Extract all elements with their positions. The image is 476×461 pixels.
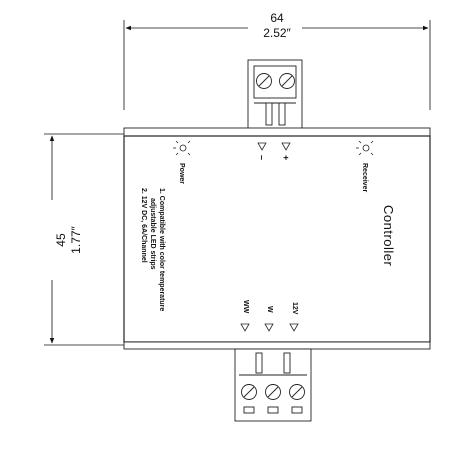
wire-slot (291, 406, 303, 414)
note-line-1: 1. Compatible with color temperature (158, 188, 165, 311)
bottom-terminal-clip-right (283, 352, 291, 374)
output-ww-label: WW (242, 300, 249, 314)
top-terminal-clip-right (278, 102, 286, 126)
power-indicator-label: Power (178, 163, 185, 184)
height-dimension (44, 133, 124, 346)
height-inch-label: 1.77″ (69, 225, 83, 253)
height-mm-label: 45 (54, 233, 68, 247)
wire-slot (243, 406, 255, 414)
housing-top-rail (123, 127, 431, 137)
top-terminal-clip-left (265, 102, 273, 126)
top-terminal-block (247, 59, 303, 131)
screw-terminal-icon (265, 384, 281, 400)
triangle-marker-icon (264, 323, 274, 332)
note-line-2: adjustable LED strips (149, 198, 156, 270)
product-title: Controller (381, 205, 396, 267)
screw-terminal-icon (289, 384, 305, 400)
width-inch-label: 2.52″ (263, 26, 291, 40)
controller-housing (123, 127, 431, 350)
triangle-marker-icon (281, 142, 291, 151)
width-mm-label: 64 (270, 11, 284, 25)
led-icon (356, 140, 374, 156)
led-icon (173, 140, 191, 156)
input-minus-label: – (257, 155, 267, 160)
triangle-marker-icon (257, 142, 267, 151)
note-line-3: 2. 12V DC, 6A/Channel (140, 188, 147, 263)
screw-terminal-icon (256, 73, 272, 89)
housing-bottom-rail (123, 341, 431, 350)
screw-terminal-icon (279, 73, 295, 89)
width-dimension (123, 20, 431, 110)
screw-terminal-icon (241, 384, 257, 400)
triangle-marker-icon (240, 323, 250, 332)
bottom-terminal-block (234, 348, 312, 422)
triangle-marker-icon (289, 323, 299, 332)
receiver-indicator-label: Receiver (361, 163, 368, 192)
output-w-label: W (266, 306, 273, 313)
output-12v-label: 12V (291, 302, 298, 315)
housing-body (123, 135, 431, 343)
bottom-terminal-clip-left (255, 352, 263, 374)
input-plus-label: + (281, 155, 291, 160)
wire-slot (267, 406, 279, 414)
